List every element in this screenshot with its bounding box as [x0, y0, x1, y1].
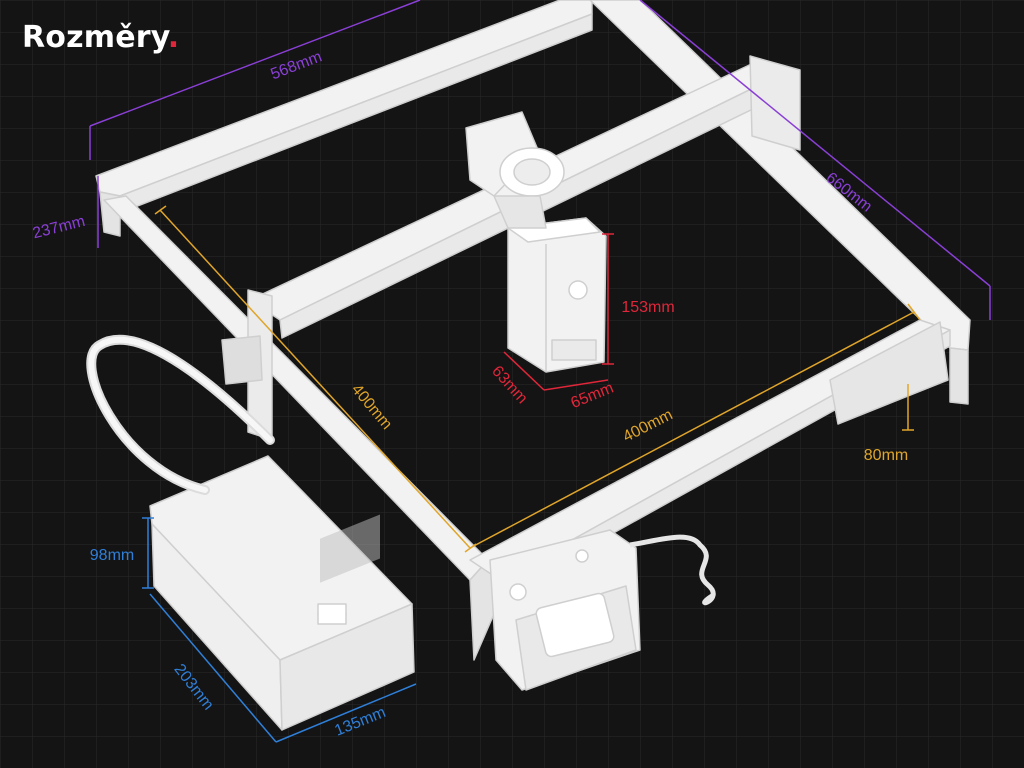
right-rail — [589, 0, 971, 351]
page-title-text: Rozměry — [22, 20, 168, 55]
dim-line-foot-height — [902, 384, 914, 431]
label-psu-height: 98mm — [90, 547, 134, 564]
title-accent-dot: . — [167, 20, 180, 55]
dim-line-module-height — [602, 233, 614, 365]
dim-line-psu-height — [142, 517, 154, 589]
label-module-height: 153mm — [621, 299, 674, 316]
page-title: Rozměry. — [22, 20, 179, 55]
dim-line-frame-length — [89, 0, 421, 160]
dim-line-psu-length — [149, 593, 277, 743]
laser-engraver-drawing — [95, 0, 971, 731]
power-cable-core — [88, 336, 273, 493]
dim-line-module-depth — [503, 351, 545, 391]
dim-line-psu-width — [275, 683, 417, 743]
label-foot-height: 80mm — [864, 447, 908, 464]
dim-line-frame-width — [639, 0, 991, 320]
dim-line-module-width — [543, 379, 609, 391]
control-cable — [629, 534, 716, 606]
dim-line-work-area-x — [469, 303, 921, 549]
